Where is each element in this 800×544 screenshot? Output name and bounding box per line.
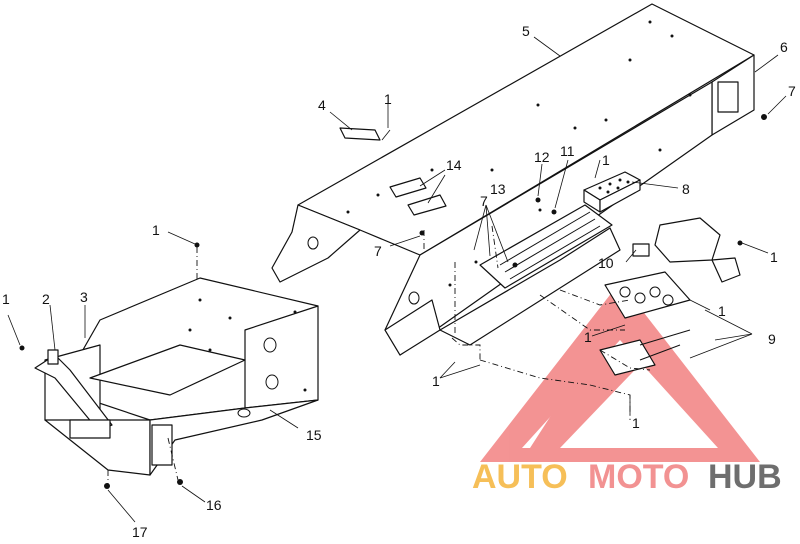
- callout-10: 10: [598, 255, 614, 271]
- callout-15: 15: [306, 427, 322, 443]
- watermark-word-moto: MOTO: [588, 458, 689, 496]
- callout-9: 9: [768, 331, 776, 347]
- module-part-8: [583, 171, 641, 213]
- callout-1: 1: [2, 291, 10, 307]
- callout-17: 17: [132, 524, 148, 539]
- callout-7: 7: [480, 193, 488, 209]
- bracket-upper: [654, 217, 721, 263]
- tunnel-floor-strip: [439, 227, 621, 346]
- callout-11: 11: [560, 143, 575, 159]
- callout-7: 7: [374, 243, 382, 259]
- callout-1: 1: [718, 303, 726, 319]
- front-bulkhead: [34, 277, 319, 476]
- bracket-tab: [711, 257, 741, 283]
- decal-plate-b: [407, 194, 447, 216]
- callout-12: 12: [534, 149, 550, 165]
- tunnel-hole-a: [307, 236, 319, 250]
- bulkhead-rivets: [188, 298, 307, 392]
- plate-part-4: [339, 127, 381, 141]
- bulkhead-front-bracket: [149, 399, 319, 476]
- callout-5: 5: [522, 23, 530, 39]
- callout-1: 1: [584, 329, 592, 345]
- rear-bracket: [717, 81, 739, 113]
- callout-8: 8: [682, 181, 690, 197]
- watermark-word-auto: AUTO: [472, 458, 568, 496]
- watermark-word-hub: HUB: [708, 458, 782, 496]
- bracket-plate-holes: [619, 286, 674, 306]
- tunnel-hole-b: [408, 291, 420, 305]
- bulkhead-tab-right: [151, 424, 173, 466]
- tunnel-assembly: [271, 3, 755, 356]
- callout-1: 1: [384, 91, 392, 107]
- watermark-logo: [480, 282, 760, 462]
- leader-lines: [7, 36, 787, 523]
- bulkhead-hole-c: [237, 408, 251, 418]
- bulkhead-hole-a: [263, 337, 277, 353]
- bulkhead-plate-lower: [69, 419, 111, 439]
- bulkhead-trough: [89, 344, 246, 396]
- bulkhead-small-bracket: [47, 349, 59, 365]
- callout-labels: 5 6 7 4 1 14 12 11 1 8 7 13 7 1 1 10 1 9…: [2, 23, 796, 540]
- watermark-inner-a: [530, 352, 652, 448]
- callout-1: 1: [432, 373, 440, 389]
- callout-6: 6: [780, 39, 788, 55]
- callout-13: 13: [490, 181, 506, 197]
- callout-1: 1: [602, 152, 610, 168]
- callout-2: 2: [42, 291, 50, 307]
- rear-suspension-brackets: [599, 217, 741, 376]
- bracket-lower: [599, 339, 656, 376]
- callout-1: 1: [152, 222, 160, 238]
- watermark-triangle: [480, 282, 760, 462]
- callout-1: 1: [770, 249, 778, 265]
- plate-slots: [499, 211, 601, 280]
- callout-14: 14: [446, 157, 462, 173]
- callout-3: 3: [80, 289, 88, 305]
- decal-plate-a: [389, 177, 427, 198]
- callout-4: 4: [318, 97, 326, 113]
- watermark-text: AUTO MOTO HUB: [472, 458, 782, 496]
- callout-16: 16: [206, 497, 222, 513]
- axle-rods: [639, 329, 691, 361]
- callout-1: 1: [632, 415, 640, 431]
- callout-7: 7: [788, 83, 796, 99]
- fasteners: [19, 114, 767, 489]
- spacer-part-10: [632, 243, 650, 257]
- bulkhead-hole-b: [265, 374, 279, 390]
